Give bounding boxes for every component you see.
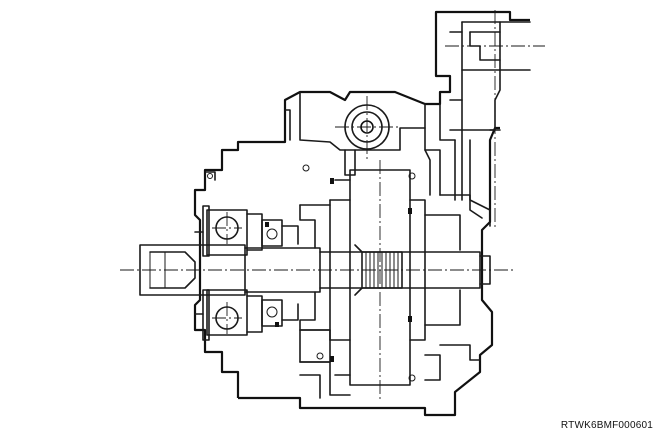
pivot-boss xyxy=(284,91,441,196)
housing-bolts xyxy=(302,164,416,382)
upper-port-boss xyxy=(439,10,545,230)
gear-rotor-group xyxy=(299,160,461,400)
housing-outline xyxy=(193,10,530,417)
front-bearing-assembly xyxy=(194,205,299,341)
input-shaft xyxy=(120,244,515,296)
rear-cover xyxy=(204,149,483,399)
drawing-reference-code: RTWK6BMF000601 xyxy=(560,420,653,431)
